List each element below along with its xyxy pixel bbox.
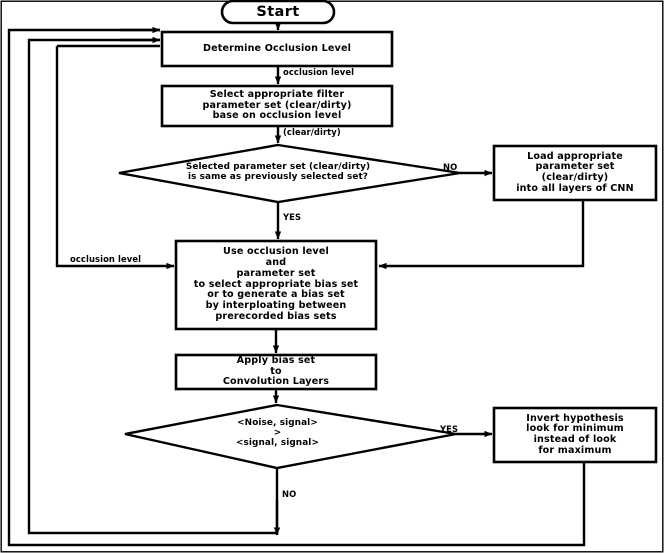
- node-start: [220, 0, 336, 25]
- edge-label-no-back: NO: [282, 489, 297, 499]
- node-invert-hypothesis: [492, 406, 658, 464]
- edge-label-yes-invert: YES: [440, 424, 459, 434]
- node-load-parameter-set: [492, 144, 658, 202]
- edge-occlusion-level-loop-use: [55, 46, 175, 270]
- edge-label-clear-dirty: (clear/dirty): [283, 127, 341, 137]
- node-decision-noise-signal: [124, 403, 457, 470]
- node-use-occlusion-level: [174, 239, 378, 331]
- edge-invert-back: [7, 28, 586, 547]
- node-decision-same-parameter-set: [118, 143, 461, 204]
- edge-label-yes-use: YES: [283, 212, 302, 222]
- edge-load-use: [378, 200, 585, 270]
- node-determine-occlusion-level: [160, 30, 394, 68]
- edge-label-no-load: NO: [443, 162, 458, 172]
- node-apply-bias-set: [174, 353, 378, 391]
- edge-label-occlusion-level-top: occlusion level: [283, 67, 355, 77]
- node-select-filter-parameter-set: [160, 84, 394, 128]
- edge-label-occlusion-level-loop: occlusion level: [70, 254, 142, 264]
